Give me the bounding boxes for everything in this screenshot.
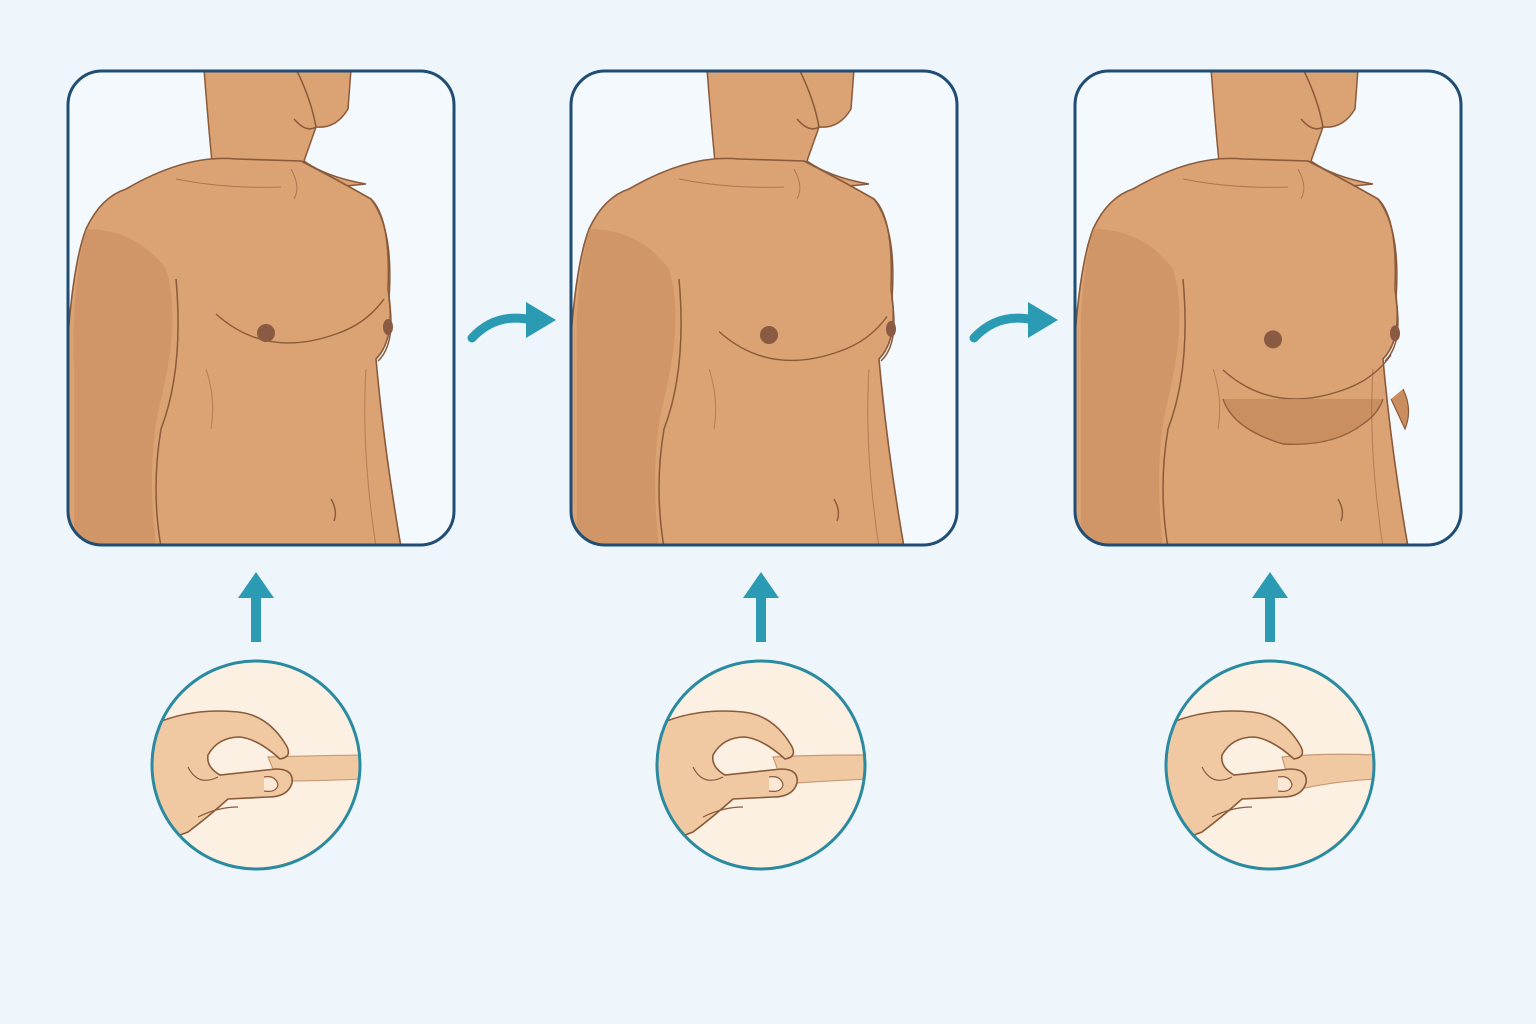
nipple [383, 319, 393, 335]
arm-shade [1080, 229, 1180, 545]
thumbnail [263, 776, 279, 792]
hand [657, 710, 798, 849]
up-arrow-icon [741, 570, 781, 644]
curved-right-arrow-icon [968, 290, 1064, 350]
nipple [257, 324, 275, 342]
collarbone [1182, 178, 1289, 188]
ab-line [1212, 368, 1221, 430]
finger-line [702, 806, 744, 818]
skin-pinch-icon [653, 657, 869, 873]
up-arrow-icon [1250, 570, 1290, 644]
pinched-skin [267, 754, 360, 782]
collarbone-notch [1297, 168, 1305, 200]
torso-illustration [66, 69, 456, 547]
finger-line [692, 766, 724, 781]
circle-border [655, 659, 867, 871]
skin-pinch-icon [1162, 657, 1378, 873]
curved-right-arrow-icon [466, 290, 562, 350]
torso-panel-stage-3 [1073, 69, 1463, 547]
shoulder-line [873, 198, 895, 362]
torso-figure [571, 71, 905, 545]
ab-line [708, 368, 717, 430]
panel-border [569, 69, 959, 547]
thumbnail [768, 776, 784, 792]
collarbone-notch [290, 168, 298, 200]
shoulder-line [370, 198, 392, 362]
navel [330, 498, 337, 522]
collarbone-notch [793, 168, 801, 200]
torso-panel-stage-1 [66, 69, 456, 547]
pectoral-fold [215, 298, 385, 344]
finger-line [1201, 766, 1233, 781]
flank-line [867, 368, 880, 545]
pinch-hand [152, 710, 360, 849]
collarbone [678, 178, 785, 188]
torso-figure [68, 71, 402, 545]
finger-line [187, 766, 219, 781]
hand [1166, 710, 1307, 849]
thumbnail [1277, 776, 1293, 792]
nipple [1264, 330, 1282, 349]
arm-shade [73, 229, 173, 545]
collarbone [175, 178, 282, 188]
torso-illustration [1073, 69, 1463, 547]
hand [152, 710, 293, 849]
pinch-hand [1166, 710, 1374, 849]
nipple [1390, 325, 1400, 342]
up-arrow-icon [236, 570, 276, 644]
circle-border [150, 659, 362, 871]
jaw-line [796, 71, 820, 130]
flank-line [364, 368, 377, 545]
skin-pinch-icon [148, 657, 364, 873]
torso-panel-stage-2 [569, 69, 959, 547]
navel [833, 498, 840, 522]
pectoral-fold [718, 316, 888, 362]
jaw-line [1300, 71, 1324, 130]
arm-line [1162, 278, 1186, 545]
pinch-hand [657, 710, 865, 849]
flank-line [1371, 368, 1384, 545]
jaw-line [293, 71, 317, 130]
nipple [886, 321, 896, 337]
navel [1337, 498, 1344, 522]
arm-shade [576, 229, 676, 545]
arm-line [658, 278, 682, 545]
nipple [760, 326, 778, 344]
circle-border [1164, 659, 1376, 871]
ab-line [205, 368, 214, 430]
finger-line [197, 806, 239, 818]
pectoral-fold [1222, 354, 1392, 400]
arm-line [155, 278, 179, 545]
torso-illustration [569, 69, 959, 547]
panel-border [66, 69, 456, 547]
torso-figure [1075, 71, 1410, 545]
shoulder-line [1377, 198, 1399, 362]
finger-line [1211, 806, 1253, 818]
loose-skin-fold [1222, 398, 1384, 446]
panel-border [1073, 69, 1463, 547]
side-skin-fold [1390, 388, 1410, 431]
